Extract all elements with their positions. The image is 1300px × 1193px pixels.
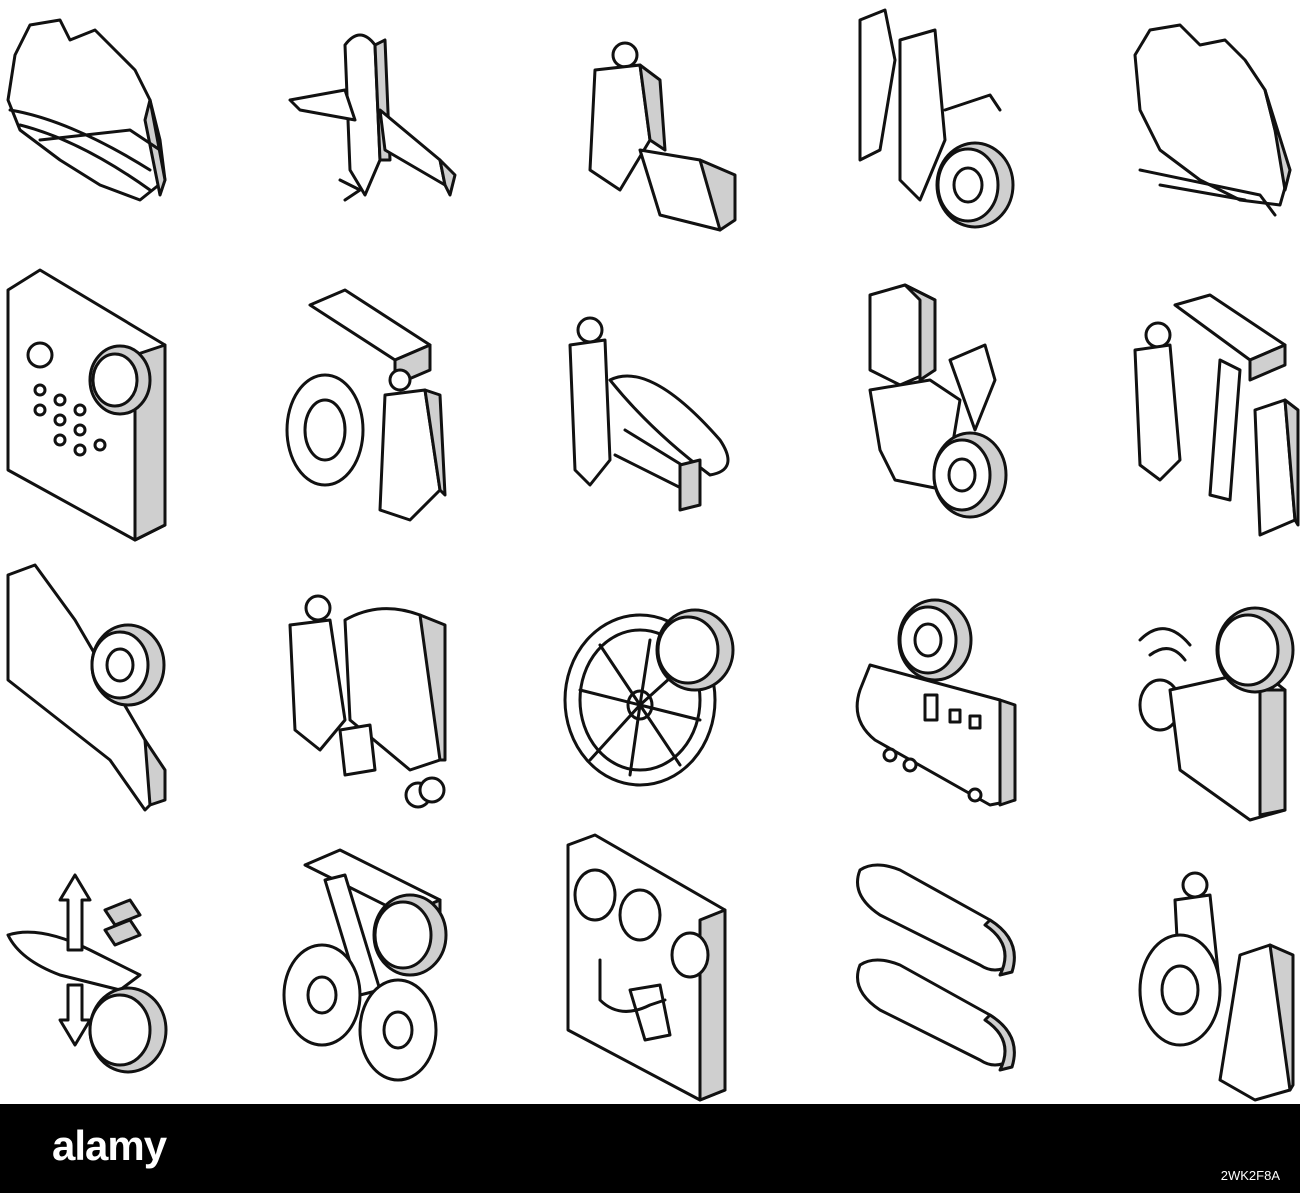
panel-gear-icon [6, 268, 167, 542]
worker-landing-gear-icon [285, 288, 447, 522]
gear-plane-wing-icon [1133, 23, 1292, 217]
turbine-gear-icon [563, 608, 735, 787]
seat-inspection-icon [868, 283, 1008, 519]
worker-nose-gear-icon [288, 594, 447, 809]
image-code: 2WK2F8A [1220, 1168, 1280, 1183]
brand-logo[interactable]: alamy [52, 1122, 167, 1169]
wing-inspection-icon [6, 563, 167, 812]
worker-plane-inspection-icon [858, 8, 1015, 229]
footer-bar: alamy 2WK2F8A [0, 1104, 1300, 1193]
plane-arrows-gear-icon [6, 873, 168, 1074]
worker-wheel-icon [1138, 871, 1295, 1102]
worker-engine-icon [588, 41, 737, 232]
worker-strut-icon [1133, 293, 1300, 537]
fuselage-inspection-icon [855, 598, 1017, 807]
engine-gear-icon [1138, 606, 1295, 822]
icon-grid [6, 8, 1300, 1102]
fuel-tanks-icon [856, 863, 1016, 1072]
gear-plane-icon [6, 18, 167, 202]
worker-propeller-icon [568, 316, 730, 512]
landing-gear-inspection-icon [282, 848, 448, 1082]
airplane-icon [288, 33, 457, 202]
cockpit-panel-icon [566, 833, 727, 1102]
